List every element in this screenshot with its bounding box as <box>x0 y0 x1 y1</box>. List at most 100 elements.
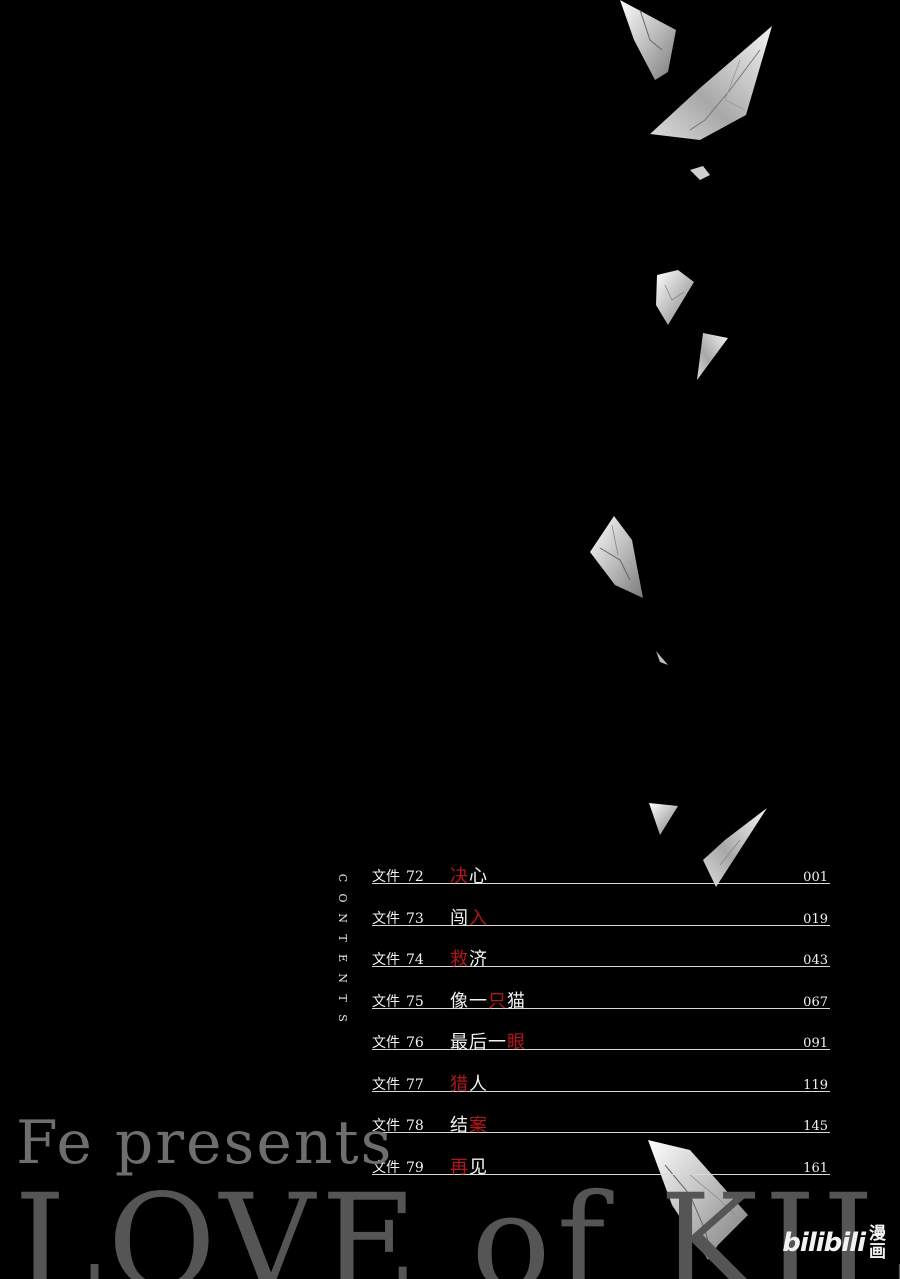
toc-entry-rule <box>372 1173 830 1175</box>
toc-entry-number: 73 <box>406 910 424 927</box>
shard-9 <box>703 808 767 887</box>
toc-entry-page-number: 043 <box>803 953 828 968</box>
toc-entry-title: 闯入 <box>450 904 488 930</box>
toc-entry-file-label: 文件 72 <box>372 866 424 886</box>
toc-entry-rule <box>372 1049 830 1050</box>
toc-entry-file-label: 文件 77 <box>372 1074 424 1094</box>
watermark-tag-line-2: 画 <box>869 1242 886 1262</box>
title-segment-red: 眼 <box>507 1032 526 1053</box>
shard-10 <box>648 1140 748 1260</box>
toc-entry[interactable]: 文件 76 最后一眼 091 <box>372 1028 830 1070</box>
title-segment-red: 案 <box>469 1115 488 1136</box>
title-segment: 人 <box>469 1073 488 1095</box>
toc-entry-file-word: 文件 <box>372 993 400 1010</box>
watermark-brand: bilibili <box>782 1228 866 1258</box>
toc-entry-title: 结案 <box>450 1111 488 1137</box>
presents-line: Fe presents <box>16 1108 394 1178</box>
toc-entry-title: 决心 <box>450 862 488 888</box>
title-segment: 最后一 <box>450 1032 507 1053</box>
contents-letter: N <box>336 973 349 983</box>
toc-entry[interactable]: 文件 75 像一只猫 067 <box>372 987 830 1029</box>
toc-entry-number: 75 <box>406 993 424 1010</box>
title-segment-red: 猎 <box>450 1073 469 1095</box>
toc-entry[interactable]: 文件 78 结案 145 <box>372 1111 830 1153</box>
toc-entry-file-word: 文件 <box>372 1118 400 1134</box>
toc-entry-title: 救济 <box>450 945 488 971</box>
title-segment: 济 <box>469 949 488 970</box>
toc-entry-page-number: 161 <box>803 1160 828 1176</box>
toc-entry-rule <box>372 1090 830 1092</box>
toc-entry-file-label: 文件 76 <box>372 1032 424 1052</box>
toc-entry-page-number: 001 <box>803 870 828 885</box>
watermark-tag: 漫 画 <box>869 1225 886 1261</box>
toc-entry-title: 再见 <box>450 1153 488 1179</box>
title-segment-red: 决 <box>450 866 469 887</box>
title-segment-red: 救 <box>450 949 469 970</box>
toc-entry-rule <box>372 966 830 967</box>
shard-2 <box>650 26 772 140</box>
series-title: LOVE of KILL <box>14 1166 900 1279</box>
toc-entry-file-label: 文件 78 <box>372 1115 424 1135</box>
title-segment: 闯 <box>450 907 469 929</box>
title-segment-red: 再 <box>450 1156 469 1178</box>
shard-1 <box>620 0 676 80</box>
toc-entry[interactable]: 文件 77 猎人 119 <box>372 1070 830 1112</box>
title-segment: 像一 <box>450 990 488 1012</box>
contents-letter: T <box>336 994 349 1002</box>
toc-entry-number: 77 <box>406 1076 424 1093</box>
shard-8 <box>649 803 678 835</box>
shard-4 <box>656 270 694 325</box>
title-segment: 猫 <box>507 990 526 1012</box>
toc-entry-title: 像一只猫 <box>450 987 526 1013</box>
toc-entry-file-word: 文件 <box>372 952 400 968</box>
contents-letter: S <box>336 1014 349 1022</box>
toc-entry-file-word: 文件 <box>372 910 400 927</box>
toc-entry-number: 78 <box>406 1118 424 1134</box>
title-segment-red: 只 <box>488 990 507 1012</box>
shard-5 <box>697 333 728 380</box>
toc-entry-file-word: 文件 <box>372 1159 400 1176</box>
toc-entry[interactable]: 文件 79 再见 161 <box>372 1153 830 1195</box>
toc-entry-rule <box>372 1007 830 1009</box>
toc-entry[interactable]: 文件 73 闯入 019 <box>372 904 830 946</box>
contents-letter: T <box>336 934 349 942</box>
toc-entry-file-word: 文件 <box>372 869 400 885</box>
toc-entry-rule <box>372 1132 830 1133</box>
toc-entry-page-number: 067 <box>803 994 828 1010</box>
toc-entry-page-number: 091 <box>803 1036 828 1051</box>
toc-entry-number: 79 <box>406 1159 424 1176</box>
toc-entry-number: 72 <box>406 869 424 885</box>
contents-letter: O <box>336 893 349 903</box>
toc-entry-file-label: 文件 73 <box>372 908 424 928</box>
toc-entry-rule <box>372 883 830 884</box>
toc-entry-file-label: 文件 75 <box>372 991 424 1011</box>
toc-entry-page-number: 119 <box>803 1077 828 1093</box>
watermark-tag-line-1: 漫 <box>869 1224 886 1244</box>
toc-entry-file-word: 文件 <box>372 1035 400 1051</box>
bilibili-watermark: bilibili 漫 画 <box>782 1225 886 1261</box>
toc-entry-page-number: 019 <box>803 911 828 927</box>
contents-letter: N <box>336 913 349 923</box>
title-segment: 见 <box>469 1156 488 1178</box>
title-segment: 结 <box>450 1115 469 1136</box>
toc-entry-number: 76 <box>406 1035 424 1051</box>
title-segment: 心 <box>469 866 488 887</box>
contents-letter: C <box>336 873 349 883</box>
toc-entry-file-label: 文件 79 <box>372 1157 424 1177</box>
shard-3 <box>690 166 710 180</box>
shard-6 <box>590 516 643 598</box>
toc-entry-page-number: 145 <box>803 1119 828 1134</box>
shard-7 <box>656 651 668 665</box>
title-segment-red: 入 <box>469 907 488 929</box>
toc-entry-title: 最后一眼 <box>450 1028 526 1054</box>
contents-letter: E <box>336 953 349 963</box>
toc-entry[interactable]: 文件 72 决心 001 <box>372 862 830 904</box>
toc-entry-file-word: 文件 <box>372 1076 400 1093</box>
toc-entry-title: 猎人 <box>450 1070 488 1096</box>
